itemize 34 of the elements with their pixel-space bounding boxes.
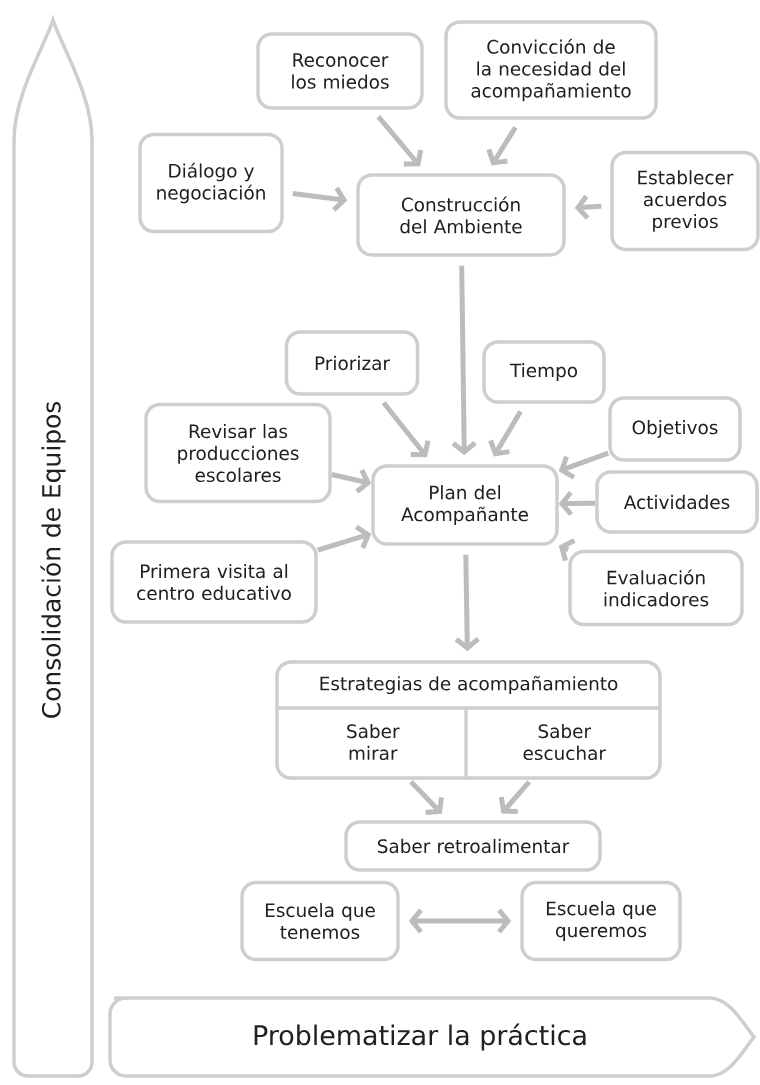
arrow xyxy=(409,779,444,816)
arrow xyxy=(381,401,431,458)
rounded-box: Tiempo xyxy=(482,340,606,404)
arrow xyxy=(408,908,512,934)
rounded-box: Establecer acuerdos previos xyxy=(610,150,760,252)
pencil-band: Consolidación de Equipos xyxy=(12,18,94,1078)
arrow xyxy=(486,126,518,166)
arrow xyxy=(488,410,523,457)
rounded-box: Reconocer los miedos xyxy=(256,32,424,110)
arrow xyxy=(292,186,348,212)
table-cell: Saber escuchar xyxy=(523,723,606,761)
arrow xyxy=(376,115,424,167)
rounded-box: Actividades xyxy=(595,470,759,534)
rounded-box: Priorizar xyxy=(284,330,420,396)
rounded-box: Saber retroalimentar xyxy=(344,820,602,872)
arrow xyxy=(558,450,610,480)
arrow xyxy=(498,780,532,815)
arrow xyxy=(317,524,372,553)
rounded-box: Revisar las producciones escolares xyxy=(144,402,332,504)
arrow xyxy=(454,554,480,652)
arrow-band: Problematizar la práctica xyxy=(108,996,756,1078)
arrow xyxy=(451,265,477,456)
arrow xyxy=(558,490,596,517)
rounded-box: Construcción del Ambiente xyxy=(356,173,566,257)
rounded-box: Primera visita al centro educativo xyxy=(110,540,318,624)
table-cell: Saber mirar xyxy=(347,723,400,761)
rounded-box: Plan del Acompañante xyxy=(371,464,559,546)
rounded-box: Escuela que tenemos xyxy=(240,880,400,962)
rounded-box: Convicción de la necesidad del acompañamiento xyxy=(444,20,658,120)
rounded-box: Escuela que queremos xyxy=(520,880,682,962)
rounded-box: Evaluación indicadores xyxy=(568,549,744,627)
rounded-box: Diálogo y negociación xyxy=(138,132,284,234)
arrow xyxy=(331,469,372,494)
rounded-box: Objetivos xyxy=(608,396,742,462)
